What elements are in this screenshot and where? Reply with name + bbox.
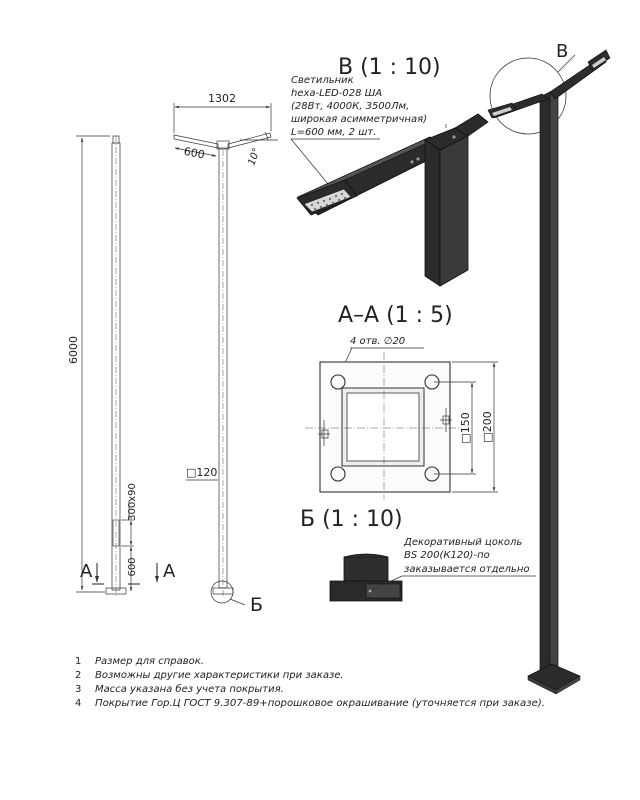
bolt-hole-tl	[330, 374, 346, 390]
iso-pole-side	[549, 91, 559, 673]
detail-b-top: В (1 : 10) Светильник hexa-LED-028 ША (2…	[290, 55, 489, 287]
luminaire-leds	[310, 192, 347, 211]
angle-dimension: 10°	[246, 147, 262, 167]
luminaire-line-5: L=600 мм, 2 шт.	[291, 127, 376, 138]
bolt-hole-bl	[330, 466, 346, 482]
luminaire-line-2: hexa-LED-028 ША	[291, 88, 382, 99]
section-a-title: А–А (1 : 5)	[338, 303, 453, 328]
luminaire-lens	[303, 188, 352, 213]
base-offset-dimension: 600	[127, 557, 138, 576]
detail-marker-b: Б	[250, 594, 263, 616]
detail-circle-b	[210, 580, 234, 604]
outer-dimension: □200	[481, 411, 494, 442]
hatch-dimension: 300х90	[127, 483, 138, 521]
front-view: 6000 А А 300х90 600	[67, 135, 176, 596]
holes-dimension: 4 отв. ∅20	[350, 336, 405, 347]
plinth-line-1: Декоративный цоколь	[403, 537, 522, 548]
note-text-3: Масса указана без учета покрытия.	[95, 683, 284, 695]
front-pole-cap	[112, 135, 120, 144]
angle-arc	[264, 131, 269, 141]
height-dimension: 6000	[67, 336, 80, 364]
side-arm-left	[173, 134, 219, 149]
side-arm-hub	[216, 140, 230, 150]
side-view: Б 1302 600 10° □120	[173, 92, 278, 616]
front-service-hatch	[112, 519, 120, 547]
side-arm-right	[227, 132, 272, 149]
inner-dimension: □150	[459, 412, 472, 443]
note-text-4: Покрытие Гор.Ц ГОСТ 9.307-89+порошковое …	[95, 698, 545, 709]
section-marker-a-left: А	[80, 561, 93, 582]
isometric-view: В	[487, 41, 611, 695]
detail-pole-side	[439, 135, 469, 287]
notes: 1 Размер для справок. 2 Возможны другие …	[75, 656, 545, 709]
detail-pole-top	[424, 139, 441, 287]
detail-marker-v: В	[556, 41, 568, 62]
arm-dimension-line	[174, 147, 217, 157]
plinth-pole-stub	[343, 556, 389, 584]
plinth-line-2: BS 200(К120)-по	[404, 550, 490, 561]
detail-b-bottom: Б (1 : 10) Декоративный цоколь BS 200(К1…	[300, 507, 536, 602]
span-dimension: 1302	[208, 92, 236, 105]
luminaire-line-3: (28Вт, 4000К, 3500Лм,	[291, 101, 409, 112]
plinth-line-3: заказывается отдельно	[404, 564, 529, 575]
luminaire-line-1: Светильник	[291, 75, 354, 86]
front-base-plate	[105, 587, 127, 595]
section-a-a: А–А (1 : 5) 4 отв. ∅20 □150	[305, 303, 498, 500]
arm-dimension: 600	[183, 145, 206, 162]
note-num-2: 2	[75, 670, 81, 681]
side-bolt-right	[440, 408, 452, 432]
pole-square-inner	[346, 392, 420, 462]
iso-pole-front	[539, 91, 551, 673]
pole-section-dimension: □120	[186, 466, 217, 479]
detail-arm-right	[454, 113, 489, 137]
note-text-1: Размер для справок.	[95, 656, 204, 667]
note-num-1: 1	[75, 656, 81, 667]
luminaire-line-4: широкая асимметричная)	[291, 114, 427, 125]
luminaire-leader	[290, 138, 334, 191]
detail-circle-v	[489, 57, 567, 135]
note-num-4: 4	[75, 698, 81, 709]
detail-b-bottom-title: Б (1 : 10)	[300, 507, 403, 532]
plinth-leader	[371, 575, 403, 591]
detail-b-top-title: В (1 : 10)	[338, 55, 441, 80]
note-text-2: Возможны другие характеристики при заказ…	[95, 670, 344, 681]
note-num-3: 3	[75, 684, 81, 695]
iso-base-plate	[527, 663, 581, 691]
side-bolt-left	[318, 420, 330, 446]
section-marker-a-right: А	[163, 561, 176, 582]
